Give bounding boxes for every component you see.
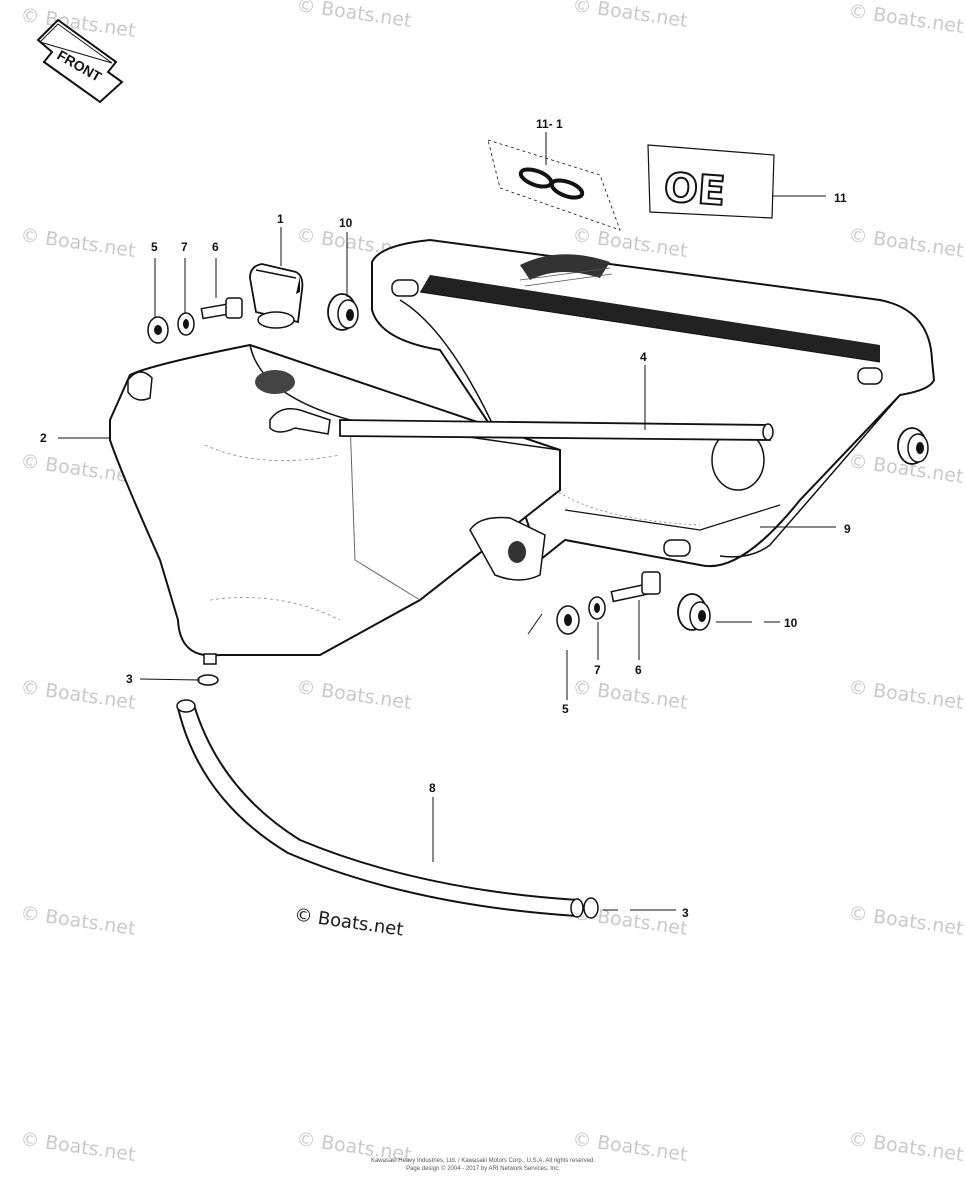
callout-11-1: 11- 1 bbox=[536, 117, 563, 131]
footer-line-2: Page design © 2004 - 2017 by ARI Network… bbox=[406, 1166, 560, 1172]
lock-washer bbox=[177, 312, 195, 336]
grommet bbox=[677, 593, 711, 631]
callout-11: 11 bbox=[834, 191, 847, 205]
leader-lines bbox=[58, 132, 836, 911]
callout-10: 10 bbox=[784, 616, 798, 630]
drain-hose bbox=[176, 699, 584, 918]
hose-clamp bbox=[197, 674, 219, 686]
breather-hose bbox=[339, 419, 774, 441]
footer-line-1: Kawasaki Heavy Industries, Ltd. / Kawasa… bbox=[370, 1158, 596, 1164]
front-arrow-icon: FRONT bbox=[36, 18, 124, 104]
bolt bbox=[610, 571, 661, 603]
callout-8: 8 bbox=[429, 781, 436, 795]
side-cover bbox=[371, 238, 936, 568]
lock-washer bbox=[588, 596, 606, 620]
callout-10: 10 bbox=[339, 216, 353, 230]
bolt bbox=[200, 297, 243, 320]
callout-6: 6 bbox=[635, 663, 642, 677]
small-decal bbox=[487, 139, 621, 231]
grommet bbox=[327, 293, 359, 331]
callout-3: 3 bbox=[682, 906, 689, 920]
flat-washer bbox=[147, 316, 169, 344]
cap bbox=[249, 263, 304, 329]
flat-washer bbox=[556, 605, 580, 635]
callout-7: 7 bbox=[181, 240, 188, 254]
callout-5: 5 bbox=[562, 702, 569, 716]
callout-6: 6 bbox=[212, 240, 219, 254]
callout-9: 9 bbox=[844, 522, 851, 536]
callout-4: 4 bbox=[640, 350, 647, 364]
callout-3: 3 bbox=[126, 672, 133, 686]
decal-text: OE bbox=[662, 165, 726, 215]
callout-7: 7 bbox=[594, 663, 601, 677]
callout-2: 2 bbox=[40, 431, 47, 445]
grommet bbox=[897, 427, 929, 465]
callout-5: 5 bbox=[151, 240, 158, 254]
decal: OE bbox=[647, 144, 775, 219]
hose-clamp bbox=[583, 897, 599, 919]
callout-1: 1 bbox=[277, 212, 284, 226]
